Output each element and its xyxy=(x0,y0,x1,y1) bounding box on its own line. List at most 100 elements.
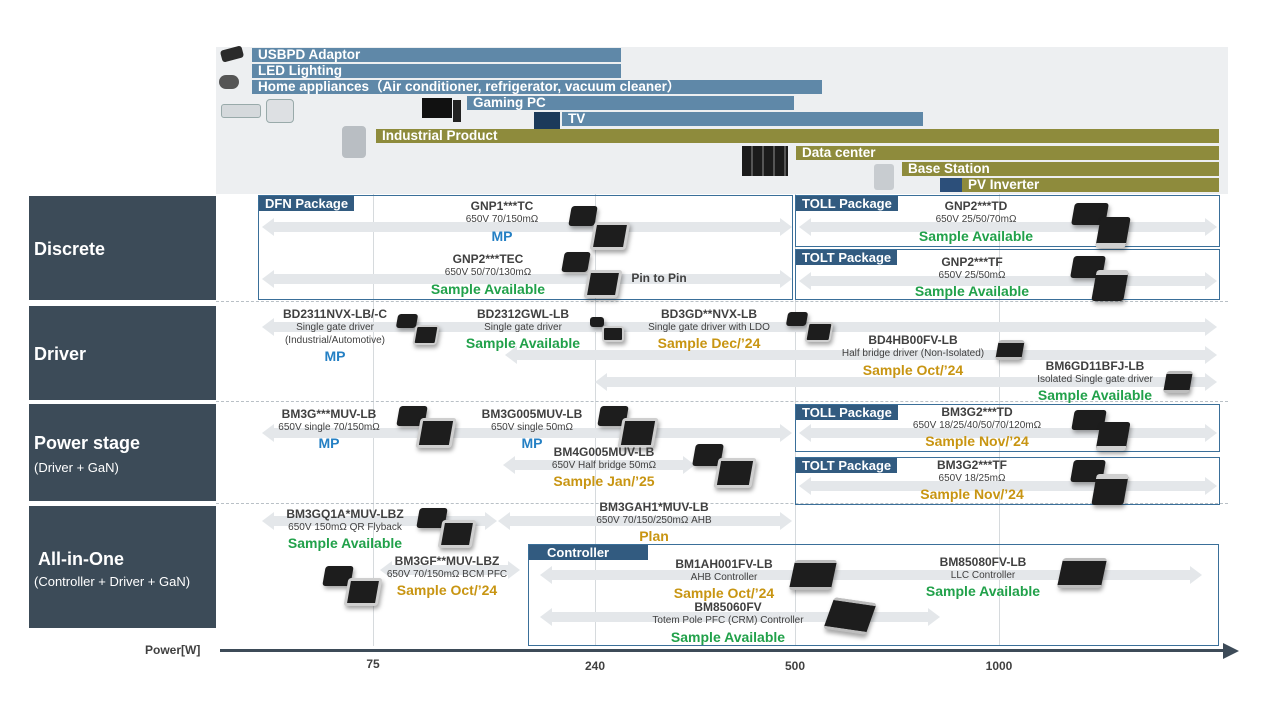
driver-chip-icon xyxy=(590,317,604,327)
all-in-one-chip-icon xyxy=(437,520,477,548)
product-status: Sample Available xyxy=(465,335,581,351)
power-stage-chip-icon xyxy=(617,418,659,448)
product-spec: 650V single 50mΩ xyxy=(491,422,573,433)
product-name: BD4HB00FV-LB xyxy=(868,333,958,347)
app-bar-tv: TV xyxy=(562,112,923,126)
product-status: Sample Available xyxy=(670,629,786,645)
app-bar-led: LED Lighting xyxy=(252,64,621,78)
sop-chip-icon xyxy=(1163,371,1193,393)
product-spec: Half bridge driver (Non-Isolated) xyxy=(841,348,985,359)
product-name: BM6GD11BFJ-LB xyxy=(1045,359,1145,373)
toll-chip-icon xyxy=(1095,217,1131,248)
range-arrow xyxy=(262,424,792,442)
tolt-chip-icon xyxy=(1091,474,1129,505)
product-status: Sample Available xyxy=(914,283,1030,299)
product-status: Sample Available xyxy=(918,228,1034,244)
app-bar-home: Home appliances（Air conditioner, refrige… xyxy=(252,80,822,94)
product-status: Sample Jan/’25 xyxy=(553,473,655,489)
row-divider xyxy=(216,503,1228,504)
driver-chip-icon xyxy=(412,325,440,345)
air-conditioner-icon xyxy=(221,104,261,118)
category-discrete: Discrete xyxy=(29,196,216,300)
dfn-package-frame xyxy=(258,195,793,300)
product-spec: 650V 25/50/70mΩ xyxy=(935,214,1017,225)
range-arrow xyxy=(498,512,792,530)
product-spec: Single gate driver xyxy=(296,322,374,333)
product-spec: (Industrial/Automotive) xyxy=(284,335,386,346)
toll-package-frame xyxy=(795,195,1220,247)
product-status: MP xyxy=(318,435,340,451)
category-driver: Driver xyxy=(29,306,216,400)
toll-package-frame xyxy=(795,404,1220,452)
product-spec: AHB Controller xyxy=(690,572,758,583)
pc-tower-icon xyxy=(453,100,461,122)
axis-tick-label: 75 xyxy=(366,657,380,671)
driver-chip-icon xyxy=(785,312,809,326)
gan-dfn-chip-icon xyxy=(561,252,591,272)
product-name: GNP2***TEC xyxy=(452,252,524,266)
app-bar-gaming: Gaming PC xyxy=(467,96,794,110)
product-status: Sample Oct/’24 xyxy=(673,585,775,601)
gan-dfn-chip-icon xyxy=(589,222,631,250)
camera-light-icon xyxy=(219,75,239,89)
product-name: BM3GQ1A*MUV-LBZ xyxy=(286,507,404,521)
driver-chip-icon xyxy=(804,322,834,342)
driver-chip-icon xyxy=(602,326,624,342)
product-spec: Isolated Single gate driver xyxy=(1037,374,1153,385)
package-tag-controller: Controller xyxy=(529,545,648,560)
category-label: Discrete xyxy=(34,239,106,259)
range-arrow xyxy=(503,456,695,474)
product-name: BM3GF**MUV-LBZ xyxy=(394,554,500,568)
product-spec: 650V 50/70/130mΩ xyxy=(444,267,532,278)
product-name: BM3G2***TD xyxy=(941,405,1013,419)
solar-panel-icon xyxy=(940,178,964,192)
power-axis-line xyxy=(220,649,1224,652)
product-status: Sample Nov/’24 xyxy=(925,433,1029,449)
range-arrow xyxy=(799,477,1217,495)
gridline-240 xyxy=(595,194,596,646)
app-bar-basestation: Base Station xyxy=(902,162,1219,176)
category-label: Power stage xyxy=(34,433,141,453)
axis-label: Power[W] xyxy=(145,643,201,657)
power-stage-chip-icon xyxy=(415,418,457,448)
base-station-icon xyxy=(874,164,894,190)
monitor-icon xyxy=(422,98,452,118)
controller-chip-icon xyxy=(1056,558,1108,588)
gridline-75 xyxy=(373,194,374,646)
product-spec: Totem Pole PFC (CRM) Controller xyxy=(652,615,804,626)
pin-to-pin-note: Pin to Pin xyxy=(631,271,687,285)
range-arrow xyxy=(262,270,792,288)
package-tag-toll: TOLL Package xyxy=(796,405,898,420)
product-name: GNP1***TC xyxy=(470,199,534,213)
gridline-1000 xyxy=(999,194,1000,646)
ssop-chip-icon xyxy=(995,340,1025,360)
range-arrow xyxy=(540,566,1202,584)
range-arrow xyxy=(799,272,1217,290)
all-in-one-chip-icon xyxy=(343,578,383,606)
product-name: BM3GAH1*MUV-LB xyxy=(599,500,709,514)
product-status: MP xyxy=(521,435,543,451)
product-name: BM3G005MUV-LB xyxy=(481,407,583,421)
product-name: BD3GD**NVX-LB xyxy=(660,307,758,321)
category-label: Driver xyxy=(34,344,87,364)
gan-dfn-chip-icon xyxy=(583,270,623,298)
range-arrow xyxy=(505,346,1217,364)
product-name: BD2312GWL-LB xyxy=(476,307,570,321)
app-bar-industrial: Industrial Product xyxy=(376,129,1219,143)
range-arrow xyxy=(262,318,1217,336)
product-status: Sample Available xyxy=(287,535,403,551)
product-spec: 650V 70/150mΩ xyxy=(465,214,539,225)
axis-tick-label: 1000 xyxy=(985,659,1013,673)
product-status: Sample Available xyxy=(925,583,1041,599)
product-spec: 650V 25/50mΩ xyxy=(938,270,1006,281)
server-rack-icon xyxy=(742,146,788,176)
row-divider xyxy=(216,301,1228,302)
package-tag-toll: TOLL Package xyxy=(796,196,898,211)
product-spec: Single gate driver with LDO xyxy=(648,322,770,333)
product-status: Sample Oct/’24 xyxy=(396,582,498,598)
package-tag-dfn: DFN Package xyxy=(259,196,355,211)
tv-icon xyxy=(534,112,560,129)
product-status: Sample Available xyxy=(1037,387,1153,403)
product-status: Sample Nov/’24 xyxy=(920,486,1024,502)
controller-frame xyxy=(528,544,1219,646)
